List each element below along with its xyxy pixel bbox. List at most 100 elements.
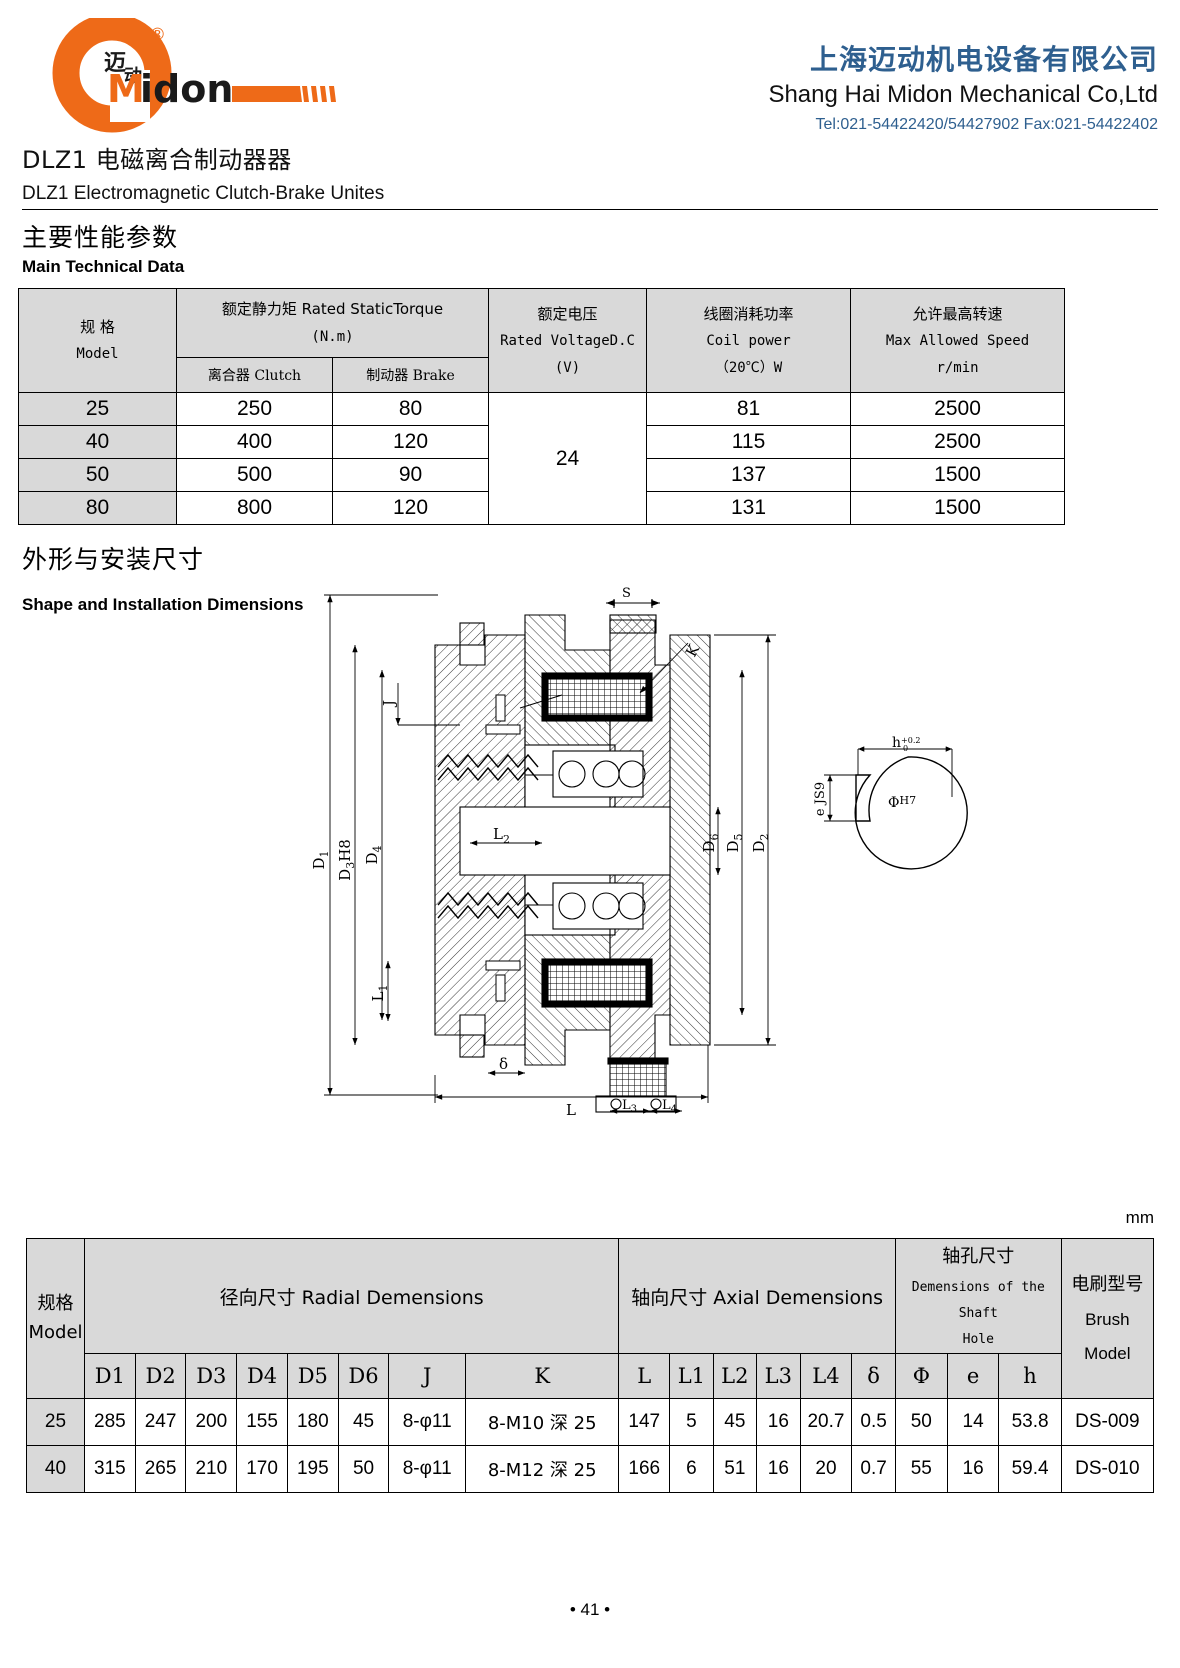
th2-col-d5: D5 bbox=[286, 1353, 339, 1399]
th-voltage-en: Rated VoltageD.C bbox=[500, 333, 635, 350]
table-row: 80 800 120 131 1500 bbox=[18, 491, 1066, 525]
th2-col-phi: Φ bbox=[894, 1353, 948, 1399]
cell2-d5: 195 bbox=[286, 1445, 339, 1493]
assembly-cross-section-drawing: D1 D3H8 D4 L1 J L2 K D6 D5 D2 δ L L3 L4 … bbox=[310, 575, 1010, 1119]
dim-label-l1: L1 bbox=[369, 985, 390, 1002]
cell2-j: 8-φ11 bbox=[388, 1398, 467, 1446]
cell-speed: 2500 bbox=[850, 425, 1066, 459]
th2-col-l2: L2 bbox=[712, 1353, 758, 1399]
cell2-j: 8-φ11 bbox=[388, 1445, 467, 1493]
th2-col-k: K bbox=[465, 1353, 620, 1399]
cell2-l3: 16 bbox=[756, 1398, 801, 1446]
cell2-l: 147 bbox=[618, 1398, 671, 1446]
cell-model: 80 bbox=[18, 491, 177, 525]
th2-col-h: h bbox=[998, 1353, 1062, 1399]
section2-heading-cn: 外形与安装尺寸 bbox=[22, 545, 205, 574]
th-voltage-unit: (V) bbox=[554, 359, 581, 376]
th-torque-title: 额定静力矩 Rated StaticTorque bbox=[221, 300, 444, 319]
svg-text:迈: 迈 bbox=[104, 51, 126, 76]
company-name-en: Shang Hai Midon Mechanical Co,Ltd bbox=[768, 81, 1158, 108]
company-name-cn: 上海迈动机电设备有限公司 bbox=[809, 43, 1158, 76]
cell-power: 115 bbox=[646, 425, 852, 459]
th2-col-l1: L1 bbox=[669, 1353, 714, 1399]
cell-speed: 2500 bbox=[850, 392, 1066, 426]
th-voltage-cn: 额定电压 bbox=[537, 304, 598, 323]
cell2-model: 40 bbox=[26, 1445, 85, 1493]
th2-brush-en2: Model bbox=[1084, 1343, 1131, 1363]
cell2-d3: 200 bbox=[185, 1398, 238, 1446]
page-footer: • 41 • bbox=[569, 1600, 611, 1619]
title-divider bbox=[22, 209, 1158, 210]
table2-subheader-row: D1 D2 D3 D4 D5 D6 J K L L1 L2 L3 L4 δ Φ … bbox=[27, 1353, 1154, 1399]
cell2-l2: 51 bbox=[712, 1445, 758, 1493]
table-row: 25 250 80 24 81 2500 bbox=[18, 392, 1066, 525]
cell2-model: 25 bbox=[26, 1398, 85, 1446]
th2-col-delta: δ bbox=[851, 1353, 896, 1399]
cell2-e: 16 bbox=[946, 1445, 1000, 1493]
cell-power: 131 bbox=[646, 491, 852, 525]
company-contact: Tel:021-54422420/54427902 Fax:021-544224… bbox=[815, 116, 1158, 133]
cell2-l4: 20 bbox=[799, 1445, 853, 1493]
section-heading-en: Main Technical Data bbox=[22, 257, 185, 276]
section-main-technical-data: 主要性能参数 Main Technical Data bbox=[22, 218, 184, 277]
product-title-en: DLZ1 Electromagnetic Clutch-Brake Unites bbox=[22, 183, 385, 204]
cell2-l2: 45 bbox=[712, 1398, 758, 1446]
cell2-l4: 20.7 bbox=[799, 1398, 853, 1446]
cell2-h: 59.4 bbox=[998, 1445, 1062, 1493]
cell2-l: 166 bbox=[618, 1445, 671, 1493]
th2-model-en: Model bbox=[28, 1321, 83, 1343]
dim-label-d2: D2 bbox=[750, 833, 771, 852]
dim-label-d5: D5 bbox=[724, 833, 745, 852]
dim-label-l: L bbox=[566, 1101, 576, 1115]
cell2-d2: 247 bbox=[134, 1398, 187, 1446]
cell-voltage: 24 bbox=[488, 392, 648, 525]
cell2-l3: 16 bbox=[756, 1445, 801, 1493]
cell2-k: 8-M12 深 25 bbox=[465, 1445, 620, 1493]
logo-graphic: ® 迈 动 M idon bbox=[52, 18, 336, 133]
drawing-svg: D1 D3H8 D4 L1 J L2 K D6 D5 D2 δ L L3 L4 … bbox=[310, 586, 776, 1119]
th2-brush-group: 电刷型号 Brush Model bbox=[1060, 1238, 1155, 1399]
company-info: 上海迈动机电设备有限公司 Shang Hai Midon Mechanical … bbox=[768, 42, 1158, 135]
th2-model-cn: 规格 bbox=[37, 1292, 74, 1314]
midon-logo: ® 迈 动 M idon bbox=[52, 18, 382, 133]
th-model-cn: 规 格 bbox=[80, 317, 115, 336]
cell2-d6: 50 bbox=[337, 1445, 390, 1493]
keyway-label-phi: ΦH7 bbox=[888, 794, 916, 811]
product-title-cn: DLZ1 电磁离合制动器器 bbox=[22, 146, 292, 174]
section-heading-cn: 主要性能参数 bbox=[22, 223, 179, 252]
cell2-d4: 155 bbox=[236, 1398, 288, 1446]
th2-shaft-cn: 轴孔尺寸 bbox=[942, 1246, 1015, 1267]
th2-shaft-hole-group: 轴孔尺寸 Demensions of the Shaft Hole bbox=[894, 1238, 1062, 1354]
th-brake: 制动器 Brake bbox=[331, 357, 490, 393]
table-header-row: 规 格 Model 额定静力矩 Rated StaticTorque (N.m)… bbox=[18, 288, 1066, 393]
dim-label-d1: D1 bbox=[310, 850, 331, 869]
th2-col-j: J bbox=[388, 1353, 467, 1399]
th2-shaft-en2: Hole bbox=[962, 1332, 994, 1347]
table-row: 40 400 120 115 2500 bbox=[18, 425, 1066, 459]
main-technical-data-table: 规 格 Model 额定静力矩 Rated StaticTorque (N.m)… bbox=[18, 288, 1066, 525]
th2-radial-group: 径向尺寸 Radial Demensions bbox=[83, 1238, 620, 1354]
cell2-brush: DS-009 bbox=[1060, 1398, 1155, 1446]
dim-label-j: J bbox=[380, 700, 398, 708]
cell2-d2: 265 bbox=[134, 1445, 187, 1493]
dim-label-d4: D4 bbox=[363, 845, 384, 864]
th2-col-d2: D2 bbox=[134, 1353, 187, 1399]
table-subheader-row: 离合器 Clutch 制动器 Brake bbox=[19, 357, 1065, 393]
cell2-d3: 210 bbox=[185, 1445, 238, 1493]
th2-brush-en1: Brush bbox=[1085, 1309, 1130, 1329]
th2-col-l: L bbox=[618, 1353, 671, 1399]
th2-col-d6: D6 bbox=[337, 1353, 390, 1399]
th2-col-l3: L3 bbox=[756, 1353, 801, 1399]
cell-brake: 120 bbox=[331, 491, 490, 525]
cell-model: 40 bbox=[18, 425, 177, 459]
dim-label-delta: δ bbox=[499, 1055, 508, 1073]
cell-brake: 80 bbox=[331, 392, 490, 426]
th-speed-cn: 允许最高转速 bbox=[912, 304, 1003, 323]
cell2-d6: 45 bbox=[337, 1398, 390, 1446]
svg-text:动: 动 bbox=[124, 66, 142, 87]
th-clutch: 离合器 Clutch bbox=[176, 357, 333, 393]
